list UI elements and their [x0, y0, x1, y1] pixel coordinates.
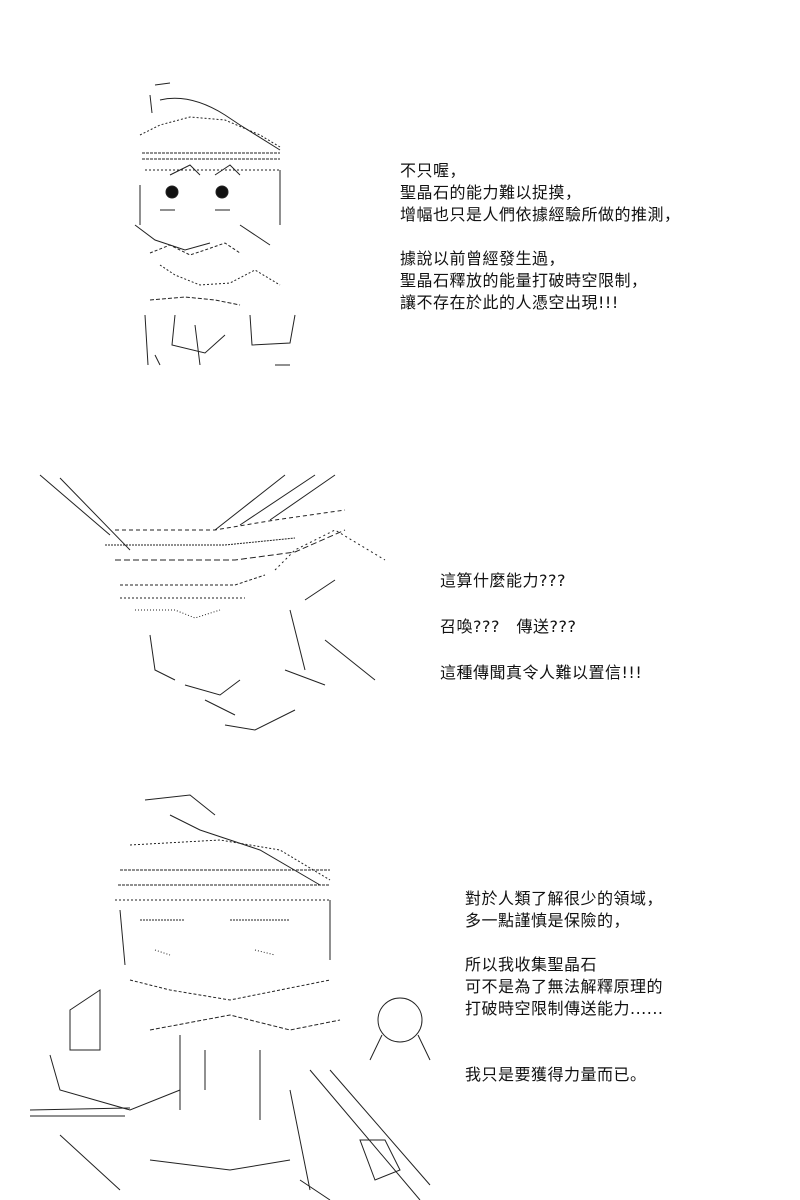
panel-1: 不只喔， 聖晶石的能力難以捉摸， 增幅也只是人們依據經驗所做的推測， 據說以前曾…	[0, 60, 800, 400]
dialogue-line: 這算什麼能力???	[440, 571, 566, 590]
dialogue-line: 不只喔，	[400, 161, 467, 180]
dialogue-text-1: 不只喔， 聖晶石的能力難以捉摸， 增幅也只是人們依據經驗所做的推測， 據說以前曾…	[400, 160, 681, 314]
dialogue-line: 所以我收集聖晶石	[465, 955, 598, 974]
dialogue-line	[465, 1020, 664, 1042]
dialogue-line	[440, 592, 642, 616]
dialogue-line: 多一點謹慎是保險的，	[465, 911, 631, 930]
character-art-1	[130, 75, 305, 375]
dialogue-line: 召喚??? 傳送???	[440, 617, 577, 636]
panel-2: 這算什麼能力??? 召喚??? 傳送??? 這種傳聞真令人難以置信!!!	[0, 460, 800, 750]
dialogue-line	[465, 1042, 664, 1064]
dialogue-line	[400, 226, 681, 248]
dialogue-line	[440, 638, 642, 662]
dialogue-line: 打破時空限制傳送能力......	[465, 999, 664, 1018]
panel-3: 對於人類了解很少的領域， 多一點謹慎是保險的， 所以我收集聖晶石 可不是為了無法…	[0, 780, 800, 1200]
dialogue-line: 讓不存在於此的人憑空出現!!!	[400, 293, 619, 312]
dialogue-line: 聖晶石釋放的能量打破時空限制，	[400, 271, 648, 290]
dialogue-text-3: 對於人類了解很少的領域， 多一點謹慎是保險的， 所以我收集聖晶石 可不是為了無法…	[465, 888, 664, 1086]
character-art-2	[35, 470, 395, 740]
dialogue-line: 增幅也只是人們依據經驗所做的推測，	[400, 205, 681, 224]
dialogue-line: 這種傳聞真令人難以置信!!!	[440, 663, 643, 682]
dialogue-line: 可不是為了無法解釋原理的	[465, 977, 664, 996]
dialogue-line: 對於人類了解很少的領域，	[465, 889, 664, 908]
dialogue-line: 據說以前曾經發生過，	[400, 249, 566, 268]
dialogue-line: 我只是要獲得力量而已。	[465, 1065, 647, 1084]
dialogue-line: 聖晶石的能力難以捉摸，	[400, 183, 582, 202]
character-art-3	[30, 790, 440, 1200]
dialogue-text-2: 這算什麼能力??? 召喚??? 傳送??? 這種傳聞真令人難以置信!!!	[440, 570, 642, 684]
dialogue-line	[465, 932, 664, 954]
